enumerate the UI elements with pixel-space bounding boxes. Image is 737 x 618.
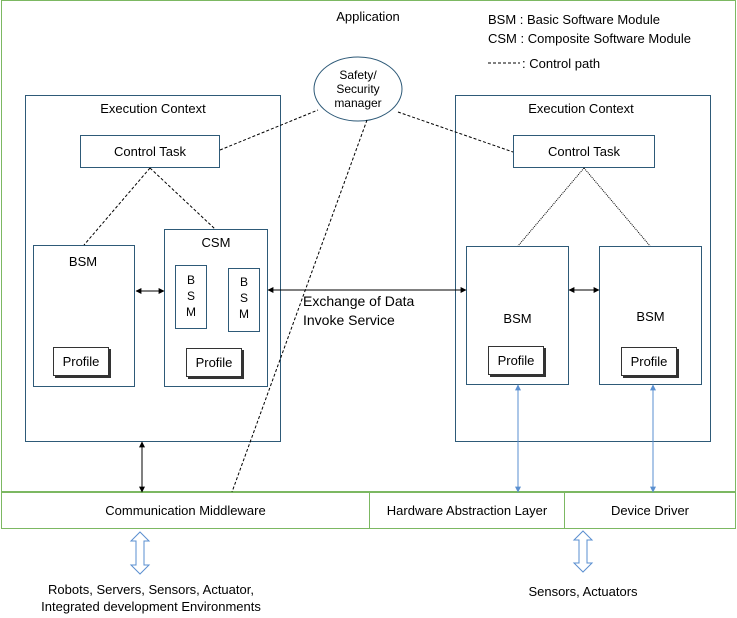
exchange-line2: Invoke Service xyxy=(303,312,395,328)
right-task-to-bsm2 xyxy=(583,167,651,247)
external-right-label: Sensors, Actuators xyxy=(528,584,638,599)
right-control-task-label: Control Task xyxy=(547,144,620,159)
control-task-to-bsm xyxy=(83,167,151,246)
left-bsm-profile-label: Profile xyxy=(62,354,100,369)
control-path-left xyxy=(219,109,319,151)
csm-inner-bsm-2-s: S xyxy=(239,291,248,305)
left-bsm-profile: Profile xyxy=(53,347,109,376)
csm-inner-bsm-1-s: S xyxy=(186,289,195,303)
csm-inner-bsm-1-m: M xyxy=(186,305,196,319)
control-path-middleware xyxy=(231,119,368,493)
right-bsm-1-profile-label: Profile xyxy=(497,353,535,368)
left-execution-context-title: Execution Context xyxy=(100,101,206,116)
left-csm-profile: Profile xyxy=(186,348,242,377)
left-bsm-label: BSM xyxy=(68,254,98,269)
communication-middleware: Communication Middleware xyxy=(1,492,370,529)
right-task-to-bsm1 xyxy=(517,167,585,247)
external-left-line2: Integrated development Environments xyxy=(41,599,261,614)
external-left-line1: Robots, Servers, Sensors, Actuator, xyxy=(48,582,254,597)
csm-inner-bsm-1-b: B xyxy=(186,273,195,287)
safety-manager-ellipse xyxy=(313,56,403,122)
right-bsm-2-profile: Profile xyxy=(621,347,677,376)
right-execution-context-title: Execution Context xyxy=(528,101,634,116)
exchange-line1: Exchange of Data xyxy=(303,293,415,309)
safety-manager-line1: Safety/ xyxy=(339,68,377,82)
safety-manager-line3: manager xyxy=(334,96,382,110)
left-control-task: Control Task xyxy=(80,135,220,168)
legend-bsm: BSM : Basic Software Module xyxy=(488,12,660,27)
csm-inner-bsm-1 xyxy=(175,265,207,329)
legend-control-path: : Control path xyxy=(522,56,601,71)
safety-manager-line2: Security xyxy=(336,82,380,96)
right-bsm-2-label: BSM xyxy=(636,309,665,324)
communication-middleware-label: Communication Middleware xyxy=(105,503,266,518)
right-bsm-1-profile: Profile xyxy=(488,346,544,375)
right-bsm-2-profile-label: Profile xyxy=(630,354,668,369)
right-control-task: Control Task xyxy=(513,135,655,168)
csm-inner-bsm-2-m: M xyxy=(239,307,249,321)
control-task-to-csm xyxy=(149,167,216,230)
right-bsm-1-label: BSM xyxy=(503,311,532,326)
external-right-hollow-arrow xyxy=(572,530,594,573)
csm-inner-bsm-2 xyxy=(228,268,260,332)
left-csm-label: CSM xyxy=(201,235,231,250)
csm-inner-bsm-2-b: B xyxy=(239,275,248,289)
control-path-right xyxy=(397,111,514,153)
left-control-task-label: Control Task xyxy=(113,144,186,159)
application-label: Application xyxy=(336,9,400,24)
hardware-abstraction-layer-label: Hardware Abstraction Layer xyxy=(386,503,548,518)
external-left-hollow-arrow xyxy=(129,531,151,575)
legend-csm: CSM : Composite Software Module xyxy=(488,31,692,46)
device-driver-label: Device Driver xyxy=(610,503,689,518)
left-csm-profile-label: Profile xyxy=(195,355,233,370)
